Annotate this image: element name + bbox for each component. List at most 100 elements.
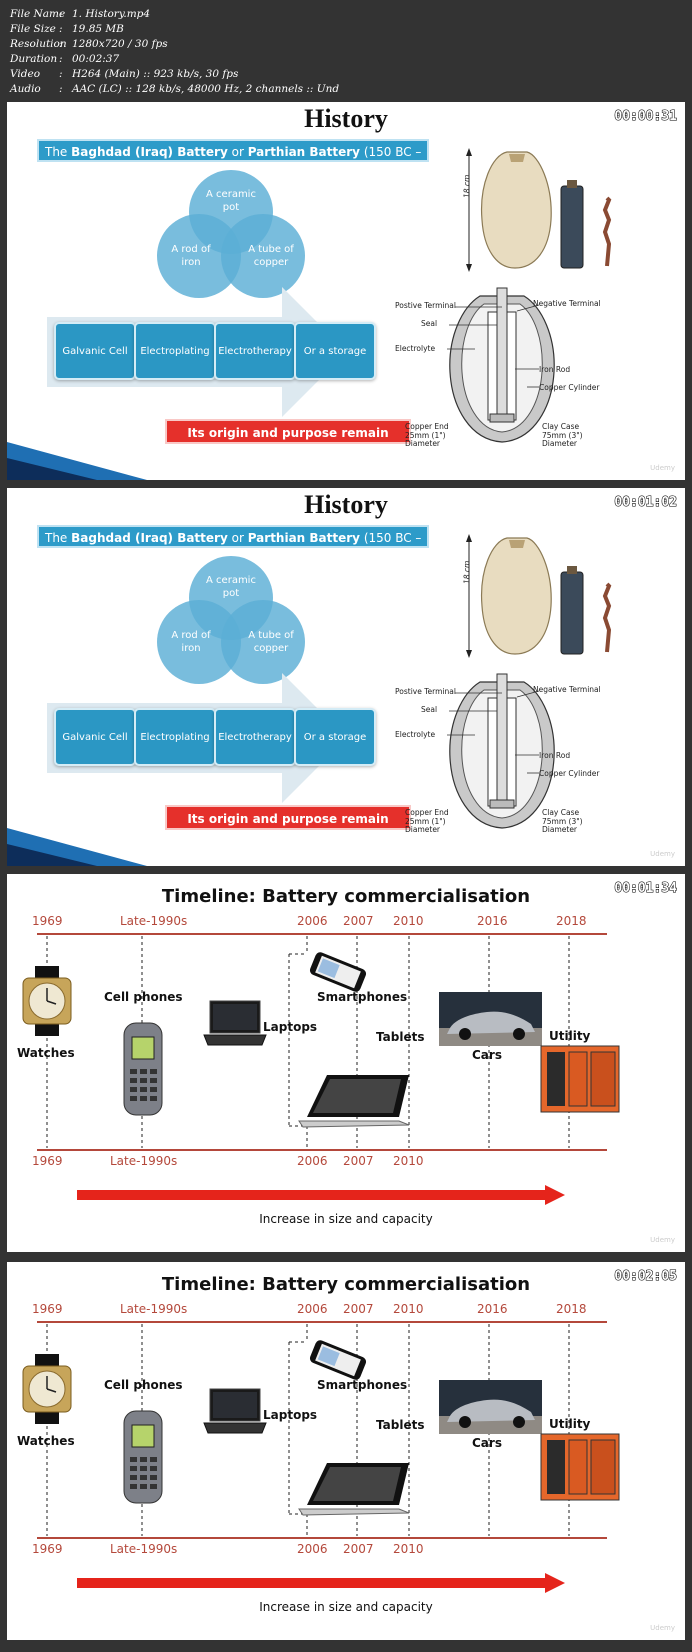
item-cell-phones: Cell phones	[104, 1378, 183, 1392]
label-copper-cylinder: Copper Cylinder	[539, 769, 600, 778]
artifact-illustration	[466, 148, 612, 272]
bottom-year-late-1990s: Late-1990s	[110, 1542, 178, 1556]
year-2016: 2016	[477, 914, 508, 928]
item-smartphones: Smartphones	[317, 990, 408, 1004]
label-electrolyte: Electrolyte	[395, 730, 436, 739]
line: 75mm (3")	[542, 816, 583, 826]
label-seal: Seal	[421, 705, 438, 714]
car-icon	[439, 992, 542, 1046]
item-cars: Cars	[472, 1436, 502, 1450]
car-icon	[439, 1380, 542, 1434]
meta-value: H264 (Main) :: 923 kb/s, 30 fps	[72, 68, 239, 80]
venn-label: A ceramic pot	[206, 574, 256, 600]
label-negative-terminal: Negative Terminal	[533, 685, 601, 694]
smartphone-icon	[309, 952, 367, 992]
caption-increase: Increase in size and capacity	[259, 1212, 433, 1226]
watch-icon	[22, 1354, 72, 1424]
meta-key: Duration	[10, 53, 58, 65]
bottom-year-late-1990s: Late-1990s	[110, 1154, 178, 1168]
banner-parthian: Parthian Battery	[247, 531, 360, 545]
meta-key: Video	[10, 68, 41, 80]
banner-parthian: Parthian Battery	[247, 145, 360, 159]
item-utility: Utility	[549, 1417, 591, 1431]
bottom-year-2006: 2006	[297, 1542, 328, 1556]
label-iron-rod: Iron Rod	[539, 751, 571, 760]
thumbnail-frame-history-1[interactable]: History 00:00:31 The Baghdad (Iraq) Batt…	[7, 102, 685, 480]
line: Diameter	[542, 439, 578, 449]
bottom-year-1969: 1969	[32, 1154, 63, 1168]
caption-increase: Increase in size and capacity	[259, 1600, 433, 1614]
battery-name-banner: The Baghdad (Iraq) Battery or Parthian B…	[37, 525, 429, 568]
item-laptops: Laptops	[263, 1020, 318, 1034]
year-2018: 2018	[556, 1302, 587, 1316]
venn-label: A rod of iron	[171, 243, 211, 269]
banner-baghdad: Baghdad (Iraq) Battery	[71, 145, 228, 159]
year-2007: 2007	[343, 914, 374, 928]
meta-separator: :	[59, 8, 63, 20]
thumbnail-frame-timeline-1[interactable]: Timeline: Battery commercialisation 00:0…	[7, 874, 685, 1252]
item-tablets: Tablets	[376, 1030, 425, 1044]
increase-arrow	[77, 1185, 565, 1205]
year-2010: 2010	[393, 914, 424, 928]
label-positive-terminal: Postive Terminal	[395, 301, 456, 310]
battery-cross-section-diagram	[449, 287, 555, 443]
utility-battery-icon	[540, 1433, 620, 1501]
cell-phone-icon	[123, 1410, 163, 1504]
label-electrolyte: Electrolyte	[395, 344, 436, 353]
banner-pre: The	[45, 145, 72, 159]
watermark: Udemy	[650, 1236, 675, 1244]
venn-circle-copper-tube: A tube of copper	[221, 214, 305, 298]
slide-title: History	[304, 490, 388, 519]
height-label: 18 cm	[462, 174, 472, 198]
watermark: Udemy	[650, 464, 675, 472]
timestamp: 00:02:05	[614, 1268, 678, 1284]
battery-cross-section-diagram	[449, 673, 555, 829]
line: Diameter	[405, 825, 441, 835]
year-2007: 2007	[343, 1302, 374, 1316]
timeline-lines	[37, 1321, 607, 1539]
diagram-leader-lines	[447, 690, 540, 774]
year-2018: 2018	[556, 914, 587, 928]
laptop-icon	[203, 1000, 267, 1046]
purpose-box-galvanic-cell: Galvanic Cell	[54, 322, 136, 380]
label-positive-terminal: Postive Terminal	[395, 687, 456, 696]
meta-separator: :	[59, 38, 63, 50]
bottom-year-2007: 2007	[343, 1542, 374, 1556]
meta-value: AAC (LC) :: 128 kb/s, 48000 Hz, 2 channe…	[72, 83, 340, 95]
watermark: Udemy	[650, 1624, 675, 1632]
utility-battery-icon	[540, 1045, 620, 1113]
thumbnail-frame-history-2[interactable]: History 00:01:02 The Baghdad (Iraq) Batt…	[7, 488, 685, 866]
purpose-box-storage: Or a storage	[294, 322, 376, 380]
thumbnail-frame-timeline-2[interactable]: Timeline: Battery commercialisation 00:0…	[7, 1262, 685, 1640]
battery-name-banner: The Baghdad (Iraq) Battery or Parthian B…	[37, 139, 429, 182]
year-late-1990s: Late-1990s	[120, 1302, 188, 1316]
timestamp: 00:00:31	[614, 108, 678, 124]
meta-key: Resolution	[10, 38, 67, 50]
slide-title: Timeline: Battery commercialisation	[161, 1274, 531, 1295]
purpose-box-electroplating: Electroplating	[134, 708, 216, 766]
tablet-icon	[298, 1075, 410, 1128]
slide-title: History	[304, 104, 388, 133]
line: 75mm (3")	[542, 430, 583, 440]
file-metadata-header: File Name:1. History.mp4 File Size:19.85…	[0, 0, 692, 103]
purpose-box-electroplating: Electroplating	[134, 322, 216, 380]
smartphone-icon	[309, 1340, 367, 1380]
cell-phone-icon	[123, 1022, 163, 1116]
year-2016: 2016	[477, 1302, 508, 1316]
diagram-leader-lines	[447, 304, 540, 388]
bottom-year-2007: 2007	[343, 1154, 374, 1168]
decorative-corner-stripes	[7, 442, 147, 480]
laptop-icon	[203, 1388, 267, 1434]
item-watches: Watches	[17, 1434, 75, 1448]
meta-separator: :	[59, 68, 63, 80]
meta-separator: :	[59, 23, 63, 35]
purpose-box-electrotherapy: Electrotherapy	[214, 322, 296, 380]
year-2006: 2006	[297, 1302, 328, 1316]
artifact-illustration	[466, 534, 612, 658]
line: Clay Case	[542, 422, 580, 431]
item-cell-phones: Cell phones	[104, 990, 183, 1004]
year-1969: 1969	[32, 1302, 63, 1316]
